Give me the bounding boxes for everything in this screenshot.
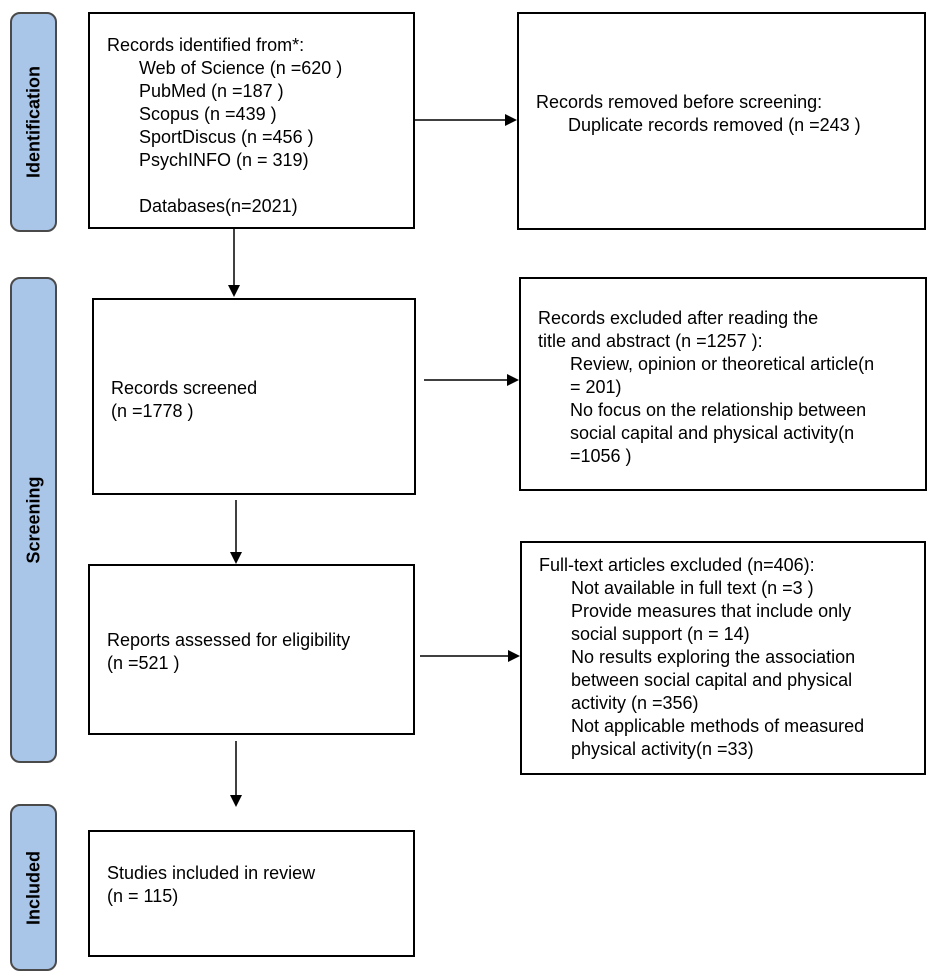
records-removed-heading: Records removed before screening: [536,92,823,112]
excluded-title-reason: =1056 ) [570,446,632,466]
fulltext-excluded-reason: between social capital and physical [571,670,853,690]
studies-included-count: (n = 115) [107,886,179,906]
excluded-title-reason: social capital and physical activity(n [570,423,855,443]
excluded-title-reason: No focus on the relationship between [570,400,867,420]
records-identified-box: Records identified from*: Web of Science… [88,12,415,229]
records-screened-count: (n =1778 ) [111,401,194,421]
fulltext-excluded-box: Full-text articles excluded (n=406): Not… [520,541,926,775]
records-identified-heading: Records identified from*: [107,35,305,55]
fulltext-excluded-reason: physical activity(n =33) [571,739,754,759]
reports-assessed-label: Reports assessed for eligibility [107,630,351,650]
studies-included-box: Studies included in review (n = 115) [88,830,415,957]
fulltext-excluded-reason: Provide measures that include only [571,601,852,621]
records-screened-label: Records screened [111,378,258,398]
studies-included-label: Studies included in review [107,863,316,883]
source-web-of-science: Web of Science (n =620 ) [139,58,343,78]
source-scopus: Scopus (n =439 ) [139,104,277,124]
phase-included: Included [10,804,57,971]
fulltext-excluded-reason: social support (n = 14) [571,624,750,644]
excluded-title-reason: Review, opinion or theoretical article(n [570,354,875,374]
source-pubmed: PubMed (n =187 ) [139,81,284,101]
records-removed-box: Records removed before screening: Duplic… [517,12,926,230]
phase-screening: Screening [10,277,57,763]
records-screened-box: Records screened (n =1778 ) [92,298,416,495]
excluded-title-heading-2: title and abstract (n =1257 ): [538,331,763,351]
reports-assessed-box: Reports assessed for eligibility (n =521… [88,564,415,735]
databases-total: Databases(n=2021) [139,196,298,216]
reports-assessed-count: (n =521 ) [107,653,180,673]
phase-identification: Identification [10,12,57,232]
fulltext-excluded-reason: No results exploring the association [571,647,856,667]
source-psychinfo: PsychINFO (n = 319) [139,150,309,170]
fulltext-excluded-reason: Not applicable methods of measured [571,716,865,736]
excluded-title-heading-1: Records excluded after reading the [538,308,819,328]
excluded-title-reason: = 201) [570,377,622,397]
records-excluded-title-box: Records excluded after reading the title… [519,277,927,491]
fulltext-excluded-reason: Not available in full text (n =3 ) [571,578,814,598]
fulltext-excluded-heading: Full-text articles excluded (n=406): [539,555,815,575]
source-sportdiscus: SportDiscus (n =456 ) [139,127,314,147]
duplicate-records-removed: Duplicate records removed (n =243 ) [568,115,861,135]
fulltext-excluded-reason: activity (n =356) [571,693,699,713]
